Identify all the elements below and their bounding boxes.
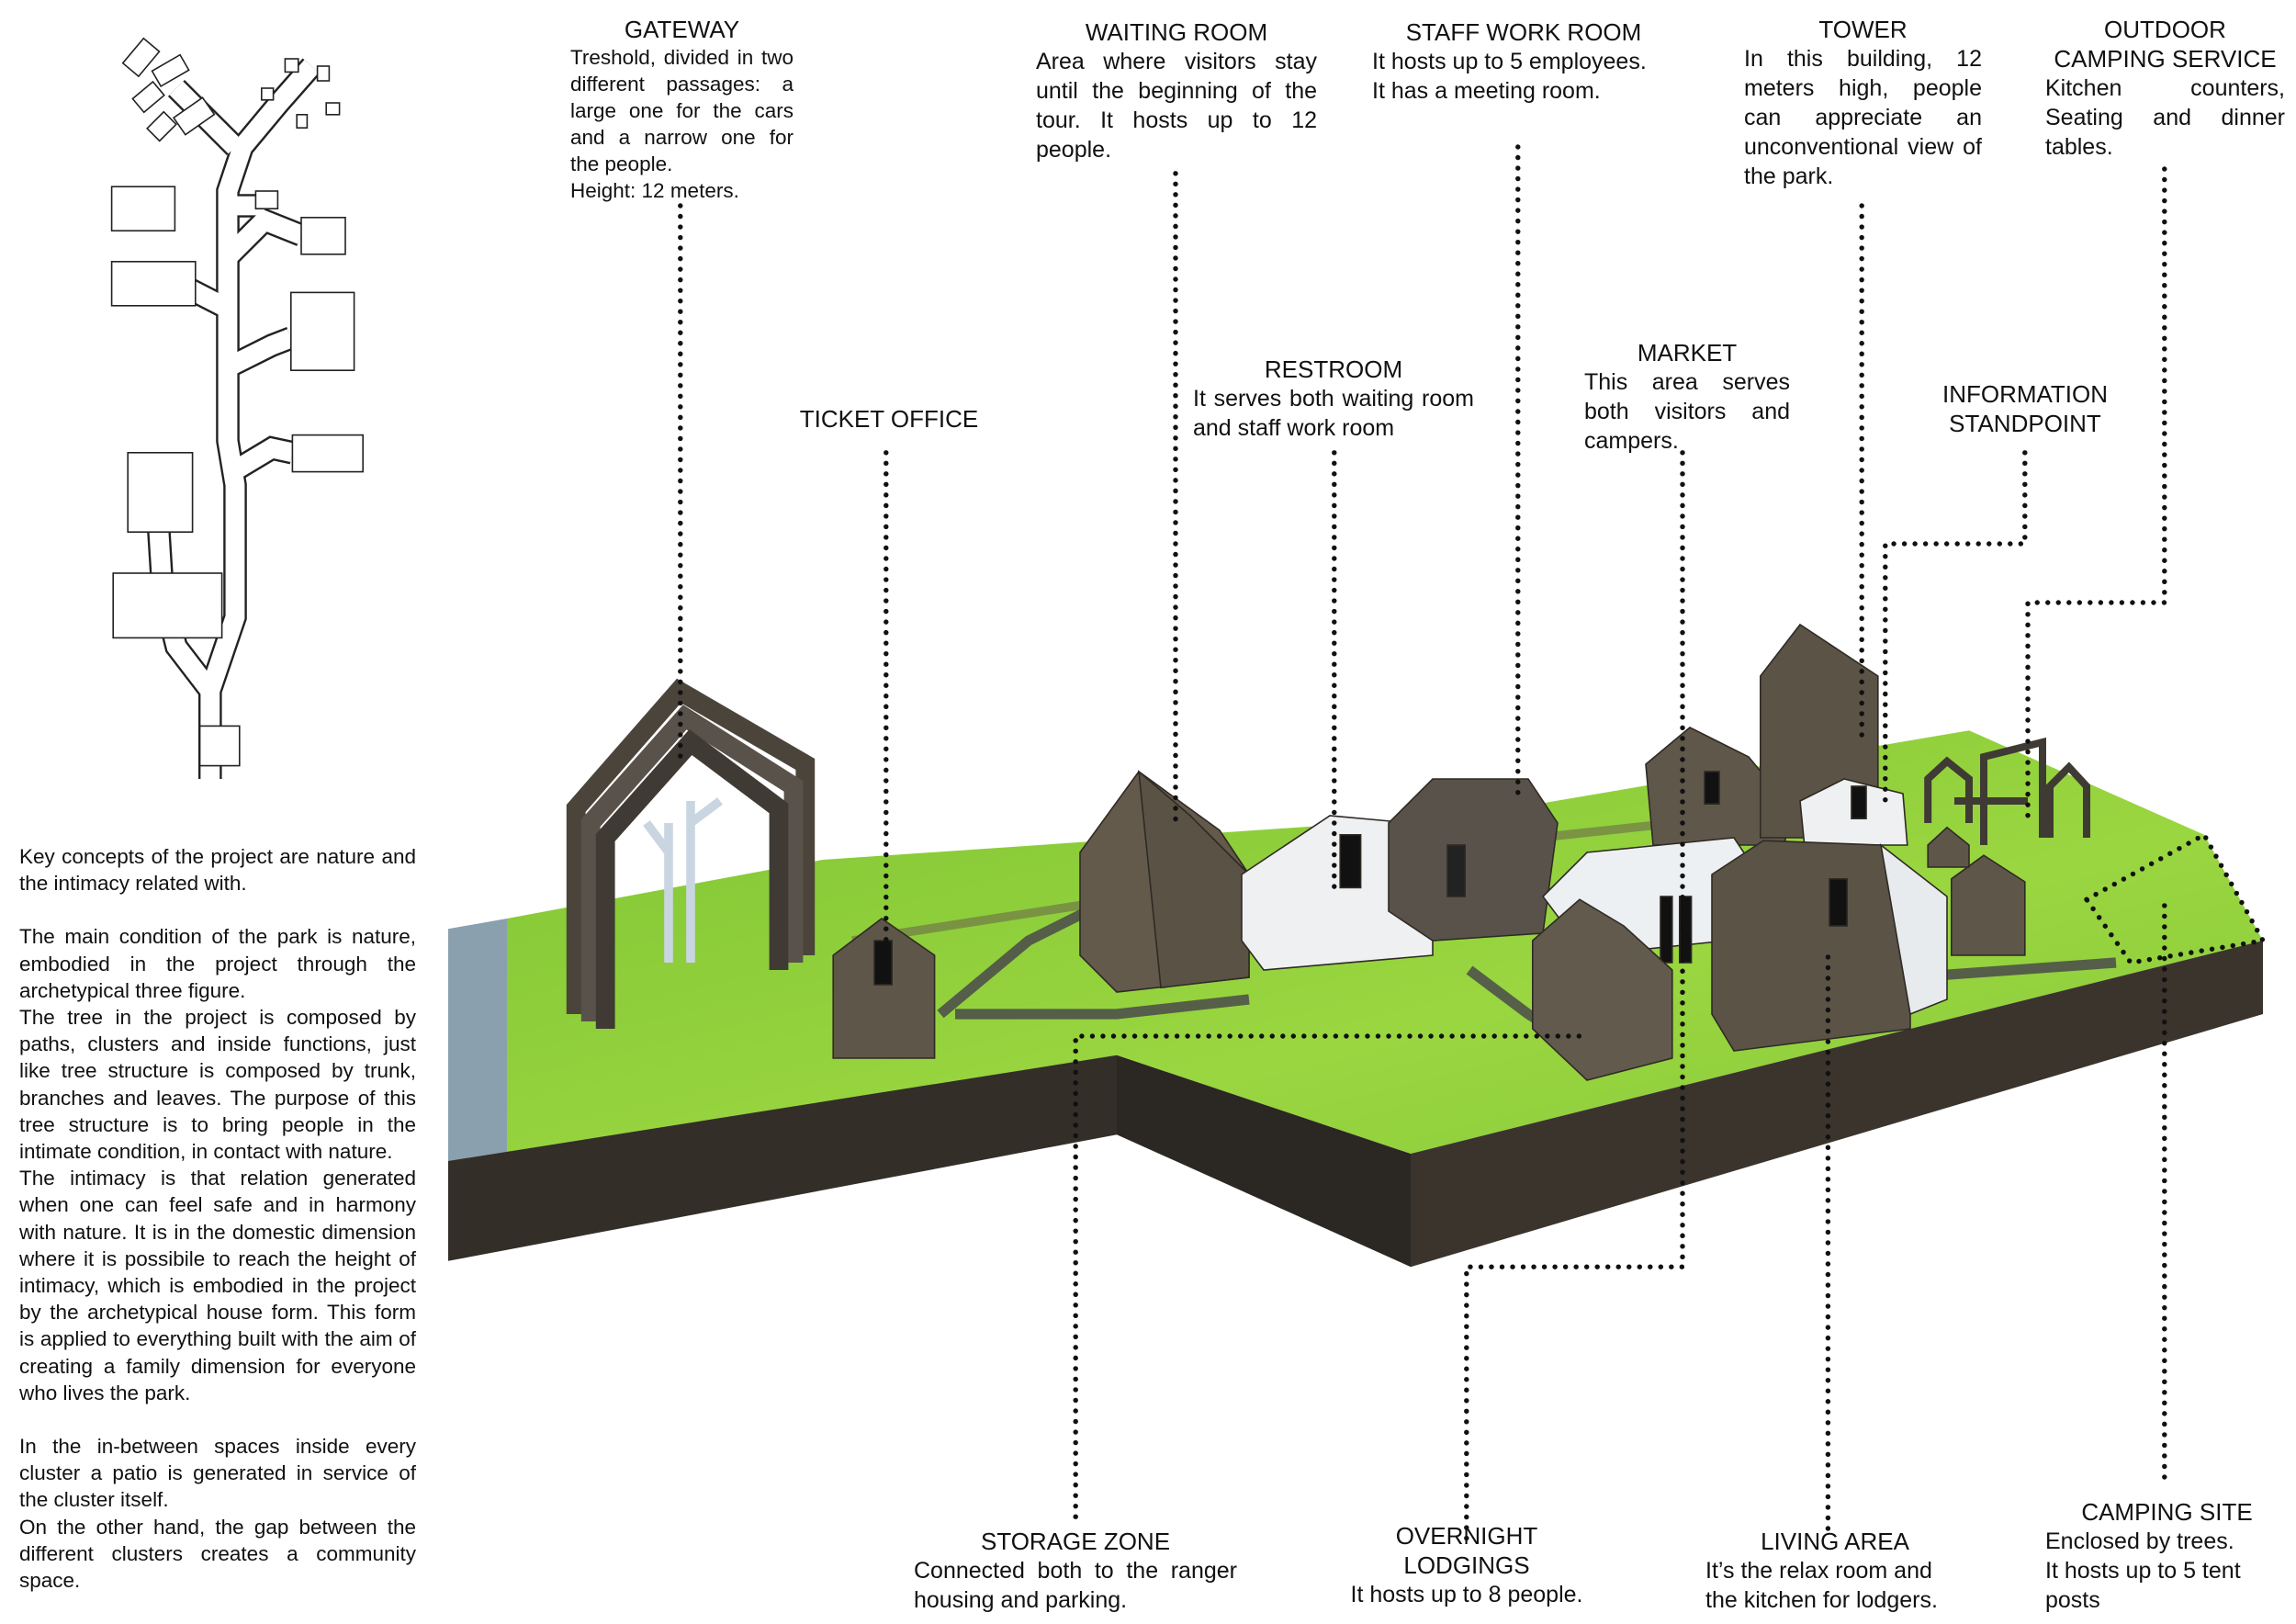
label-market: MARKET This area serves both visitors an…: [1584, 338, 1790, 456]
label-title: LIVING AREA: [1761, 1528, 1909, 1555]
label-title: TICKET OFFICE: [799, 405, 979, 433]
label-body: Enclosed by trees.: [2045, 1528, 2234, 1554]
label-gateway: GATEWAY Treshold, divided in two differe…: [570, 15, 793, 204]
leader-market: [1464, 450, 1685, 1543]
label-extra: It hosts up to 5 tent posts: [2045, 1558, 2241, 1613]
label-extra: It has a meeting room.: [1372, 78, 1601, 104]
leader-storage-zone: [1073, 1033, 1590, 1519]
label-title: TOWER: [1818, 16, 1908, 43]
label-tower: TOWER In this building, 12 meters high, …: [1744, 15, 1982, 191]
label-title: WAITING ROOM: [1085, 18, 1268, 46]
project-description: Key concepts of the project are nature a…: [19, 843, 416, 1594]
intro-paragraph: The tree in the project is composed by p…: [19, 1006, 416, 1164]
intro-paragraph: The intimacy is that relation generated …: [19, 1167, 416, 1404]
label-body: It serves both waiting room and staff wo…: [1193, 386, 1474, 441]
label-waiting-room: WAITING ROOM Area where visitors stay un…: [1036, 17, 1317, 164]
label-body: Area where visitors stay until the begin…: [1036, 49, 1317, 163]
label-restroom: RESTROOM It serves both waiting room and…: [1193, 355, 1474, 443]
label-body: It hosts up to 5 employees.: [1372, 49, 1647, 74]
intro-paragraph: The main condition of the park is nature…: [19, 925, 416, 1002]
label-title: STAFF WORK ROOM: [1405, 18, 1642, 46]
label-body: It hosts up to 8 people.: [1350, 1582, 1583, 1607]
leader-outdoor-camping-service: [2025, 166, 2167, 826]
label-staff-work-room: STAFF WORK ROOM It hosts up to 5 employe…: [1372, 17, 1675, 106]
label-title: OVERNIGHT: [1395, 1522, 1538, 1550]
label-title-line2: LODGINGS: [1403, 1551, 1530, 1579]
intro-paragraph: In the in-between spaces inside every cl…: [19, 1435, 416, 1512]
label-storage-zone: STORAGE ZONE Connected both to the range…: [914, 1527, 1237, 1615]
site-buildings: [566, 623, 2090, 1081]
intro-paragraph: On the other hand, the gap between the d…: [19, 1515, 416, 1593]
label-title: STORAGE ZONE: [980, 1528, 1171, 1555]
site-ground: [448, 730, 2263, 1268]
leader-information-standpoint: [1883, 450, 2028, 804]
label-title: MARKET: [1637, 339, 1738, 367]
label-title: CAMPING SITE: [2081, 1498, 2253, 1526]
label-title: GATEWAY: [624, 16, 740, 43]
tree-scheme-diagram: [110, 37, 364, 779]
leader-lines: [678, 144, 2268, 1543]
label-title-line2: CAMPING SERVICE: [2054, 45, 2277, 73]
label-extra: Height: 12 meters.: [570, 179, 739, 202]
label-outdoor-camping-service: OUTDOOR CAMPING SERVICE Kitchen counters…: [2045, 15, 2285, 162]
label-camping-site: CAMPING SITE Enclosed by trees. It hosts…: [2045, 1497, 2289, 1615]
label-title: RESTROOM: [1264, 355, 1403, 383]
label-living-area: LIVING AREA It’s the relax room and the …: [1705, 1527, 1964, 1615]
label-body: Treshold, divided in two different passa…: [570, 46, 793, 175]
label-body: In this building, 12 meters high, people…: [1744, 46, 1982, 189]
label-overnight-lodgings: OVERNIGHT LODGINGS It hosts up to 8 peop…: [1320, 1521, 1614, 1609]
label-body: This area serves both visitors and campe…: [1584, 369, 1790, 454]
camping-site-outline: [2084, 831, 2268, 965]
label-ticket-office: TICKET OFFICE: [779, 404, 999, 434]
label-body: Connected both to the ranger housing and…: [914, 1558, 1237, 1613]
label-title: INFORMATION STANDPOINT: [1941, 380, 2109, 437]
label-title: OUTDOOR: [2104, 16, 2226, 43]
intro-paragraph: Key concepts of the project are nature a…: [19, 845, 416, 896]
label-information-standpoint: INFORMATION STANDPOINT: [1915, 379, 2135, 438]
label-body: Kitchen counters, Seating and dinner tab…: [2045, 75, 2285, 160]
label-body: It’s the relax room and the kitchen for …: [1705, 1558, 1938, 1613]
